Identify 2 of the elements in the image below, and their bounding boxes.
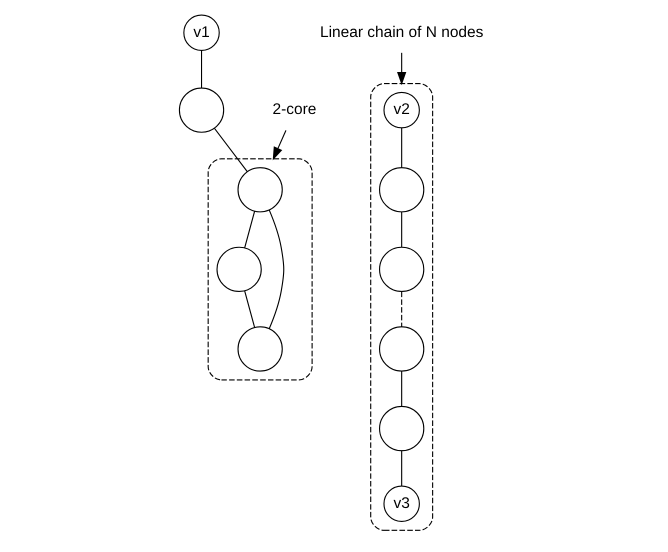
node-text: 2-core — [272, 101, 316, 118]
node-text: Linear chain of N nodes — [319, 24, 483, 41]
